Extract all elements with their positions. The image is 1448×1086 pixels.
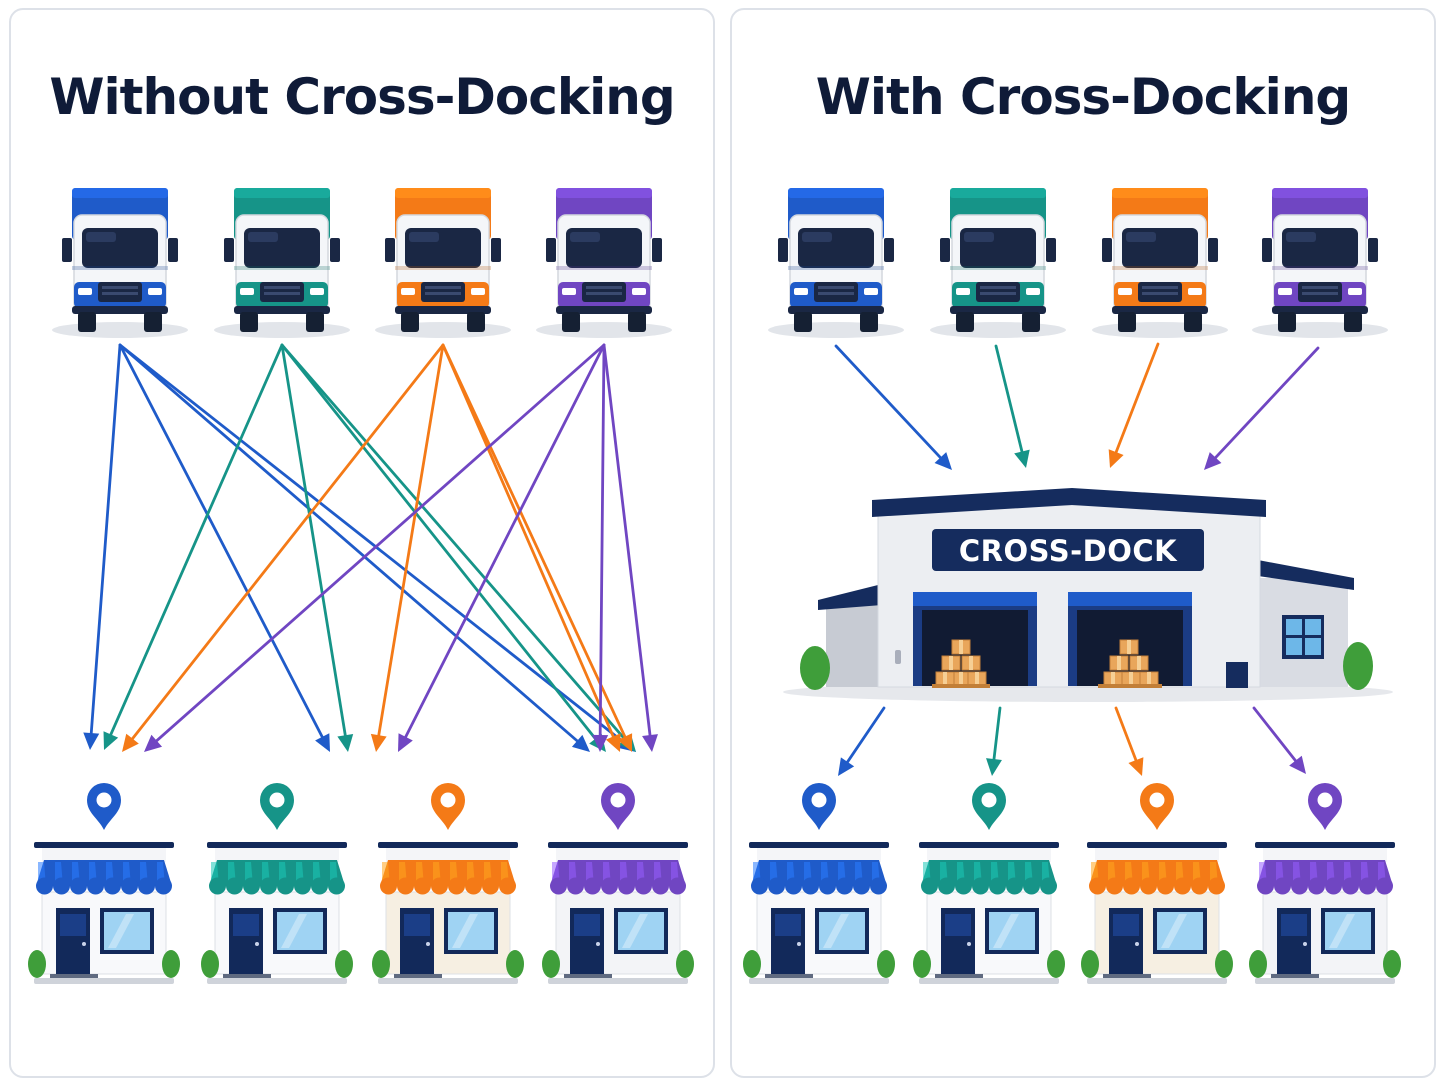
storefront-icon bbox=[1249, 842, 1401, 984]
panel-title-without: Without Cross-Docking bbox=[49, 68, 675, 126]
inbound-purple-to-cross-dock bbox=[1204, 346, 1320, 470]
location-pin-icon bbox=[972, 783, 1006, 830]
delivery-truck-icon bbox=[214, 188, 350, 338]
storefront-icon bbox=[28, 842, 180, 984]
outbound-cross-dock-to-orange-store bbox=[1114, 706, 1144, 776]
inbound-orange-to-cross-dock bbox=[1108, 342, 1160, 468]
delivery-truck-icon bbox=[1252, 188, 1388, 338]
location-pin-icon bbox=[1308, 783, 1342, 830]
outbound-cross-dock-to-blue-store bbox=[838, 706, 886, 776]
delivery-truck-icon bbox=[536, 188, 672, 338]
location-pin-icon bbox=[431, 783, 465, 830]
cross-dock-label: CROSS-DOCK bbox=[959, 534, 1178, 568]
inbound-blue-to-cross-dock bbox=[834, 344, 952, 470]
cardboard-box-icon bbox=[932, 639, 1162, 688]
location-pin-icon bbox=[601, 783, 635, 830]
route-teal-to-store-3 bbox=[280, 343, 606, 752]
delivery-truck-icon bbox=[768, 188, 904, 338]
route-orange-to-store-1 bbox=[122, 343, 445, 752]
storefront-icon bbox=[372, 842, 524, 984]
truck-row bbox=[52, 188, 1388, 338]
delivery-truck-icon bbox=[930, 188, 1066, 338]
route-blue-to-store-2 bbox=[118, 343, 330, 752]
outbound-cross-dock-to-purple-store bbox=[1252, 706, 1306, 774]
route-purple-to-store-4 bbox=[602, 343, 658, 752]
route-teal-to-store-2 bbox=[280, 343, 354, 752]
delivery-truck-icon bbox=[1092, 188, 1228, 338]
store-row bbox=[28, 842, 1401, 984]
left-direct-routes bbox=[83, 343, 658, 752]
storefront-icon bbox=[743, 842, 895, 984]
delivery-truck-icon bbox=[375, 188, 511, 338]
location-pin-icon bbox=[802, 783, 836, 830]
route-blue-to-store-1 bbox=[83, 343, 122, 750]
storefront-icon bbox=[913, 842, 1065, 984]
location-pin-icon bbox=[1140, 783, 1174, 830]
panel-title-with: With Cross-Docking bbox=[815, 68, 1351, 126]
route-purple-to-store-1 bbox=[144, 343, 606, 752]
right-consolidated-routes bbox=[834, 342, 1320, 776]
location-pin-icon bbox=[260, 782, 295, 830]
outbound-cross-dock-to-teal-store bbox=[986, 706, 1002, 776]
route-orange-to-store-2 bbox=[370, 343, 445, 752]
route-blue-to-store-3 bbox=[118, 343, 590, 752]
route-teal-to-store-1 bbox=[103, 343, 284, 750]
route-purple-to-store-2 bbox=[398, 343, 606, 752]
route-teal-to-store-4 bbox=[280, 343, 636, 752]
delivery-truck-icon bbox=[52, 188, 188, 338]
route-orange-to-store-3 bbox=[441, 343, 621, 752]
storefront-icon bbox=[201, 842, 353, 984]
inbound-teal-to-cross-dock bbox=[994, 344, 1030, 468]
storefront-icon bbox=[1081, 842, 1233, 984]
location-pin-icon bbox=[87, 783, 121, 830]
pin-row bbox=[87, 782, 1342, 830]
cross-dock-warehouse-icon: CROSS-DOCK bbox=[783, 488, 1393, 702]
storefront-icon bbox=[542, 842, 694, 984]
route-purple-to-store-3 bbox=[592, 343, 609, 752]
route-orange-to-store-4 bbox=[441, 343, 633, 752]
